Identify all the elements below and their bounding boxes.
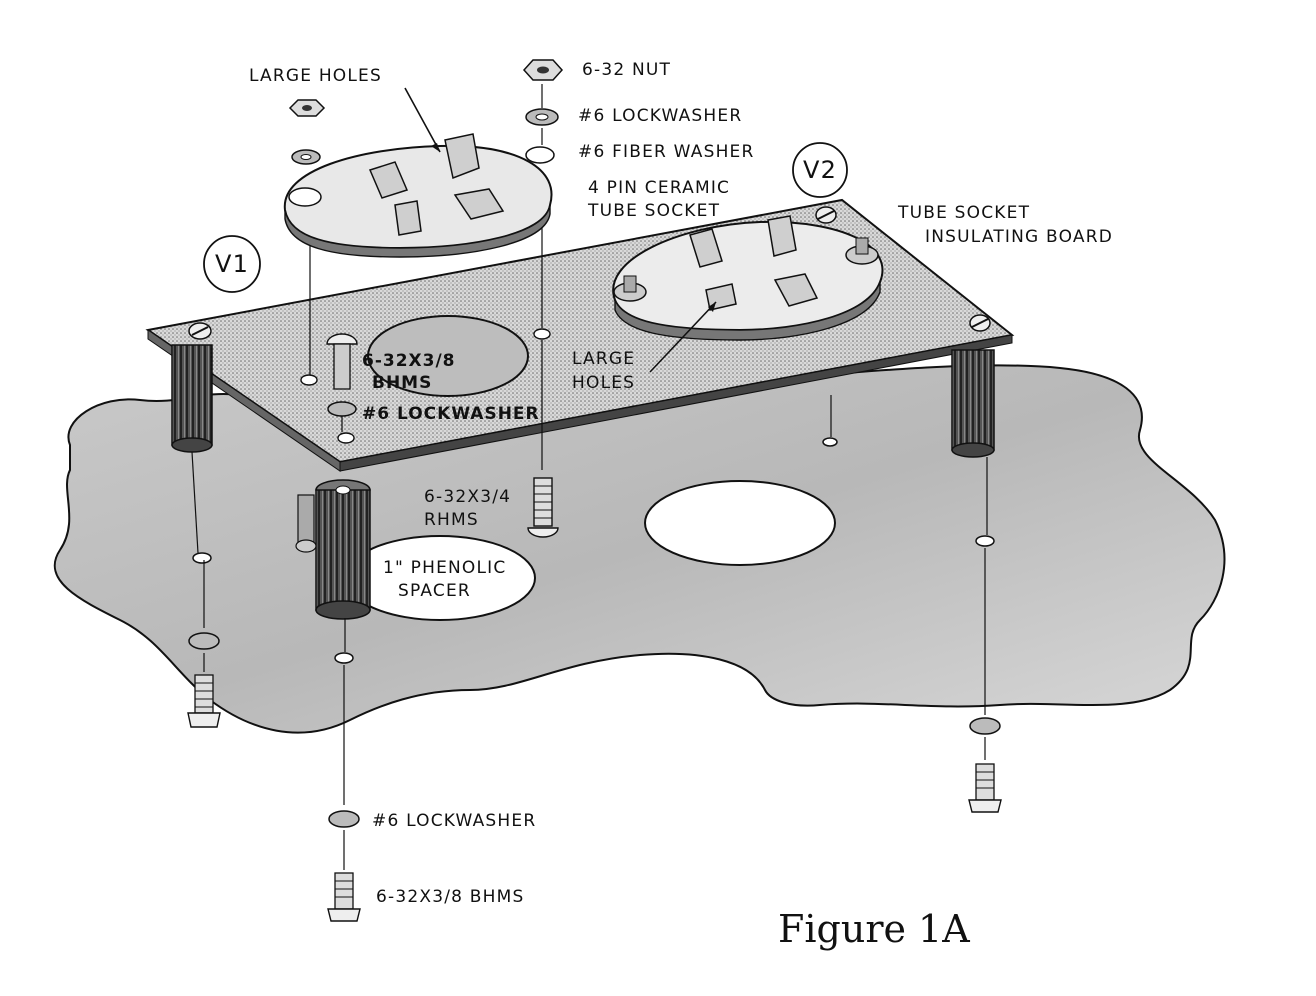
chassis-hole-left [344, 535, 536, 621]
board-corner-screw [969, 314, 991, 332]
phenolic-spacer-front [315, 479, 371, 620]
lockwasher-top [525, 108, 559, 126]
label-ceramic-socket-1: 4 PIN CERAMIC [588, 178, 730, 198]
chassis-screw-hole [192, 552, 212, 564]
label-ceramic-socket-2: TUBE SOCKET [587, 201, 720, 221]
chassis-screw-hole [822, 437, 838, 447]
phenolic-spacer-left-back [171, 344, 213, 453]
lockwasher-bottom [328, 810, 360, 828]
svg-text:V1: V1 [215, 250, 249, 278]
label-large-holes-right-1: LARGE [572, 349, 635, 369]
lockwasher-bottom-left [188, 632, 220, 650]
bhms-screw-mid [326, 333, 358, 390]
tube-label-v2: V2 [792, 142, 848, 198]
tube-label-v1: V1 [203, 235, 261, 293]
phenolic-spacer-right [951, 349, 995, 458]
label-fiber-washer: #6 FIBER WASHER [578, 142, 755, 162]
board-hole [337, 432, 355, 444]
nut-top [522, 59, 564, 81]
label-nut: 6-32 NUT [582, 60, 671, 80]
label-board-2: INSULATING BOARD [925, 227, 1113, 247]
leader-arrow-large-holes-top [404, 87, 441, 153]
label-board-1: TUBE SOCKET [897, 203, 1030, 223]
chassis-plate [53, 364, 1226, 734]
label-bhms-bottom: 6-32X3/8 BHMS [376, 887, 525, 907]
ceramic-tube-socket-v1 [283, 133, 555, 258]
chassis-screw-hole [975, 535, 995, 547]
board-hole-v1 [367, 315, 529, 397]
label-lockwasher-mid: #6 LOCKWASHER [362, 404, 540, 424]
label-spacer-1: 1" PHENOLIC [383, 558, 506, 578]
label-lockwasher-bottom: #6 LOCKWASHER [372, 811, 536, 831]
label-spacer-2: SPACER [398, 581, 471, 601]
label-rhms-2: RHMS [424, 510, 479, 530]
chassis-hole-center [644, 480, 836, 566]
bhms-screw-bottom [327, 872, 361, 922]
board-hole [300, 374, 318, 386]
board-corner-screw [188, 322, 212, 340]
label-rhms-1: 6-32X3/4 [424, 487, 511, 507]
figure-caption: Figure 1A [778, 907, 970, 951]
board-hole [533, 328, 551, 340]
leader-arrow-large-holes-right [649, 301, 717, 373]
socket-mounting-nut [845, 237, 879, 265]
board-corner-screw [815, 206, 837, 224]
lockwasher-mid [327, 401, 357, 417]
bhms-screw-bottom-left [187, 674, 221, 728]
label-bhms-mid-1: 6-32X3/8 [362, 351, 456, 371]
chassis-screw-hole [334, 652, 354, 664]
bhms-screw-bottom-right [968, 763, 1002, 813]
label-large-holes-top: LARGE HOLES [249, 66, 382, 86]
rhms-screw [527, 477, 559, 538]
lockwasher-v1 [291, 149, 321, 165]
label-large-holes-right-2: HOLES [572, 373, 635, 393]
label-bhms-mid-2: BHMS [372, 373, 432, 393]
spacer-side-screw [295, 494, 317, 553]
svg-text:V2: V2 [803, 156, 837, 184]
nut-v1 [288, 99, 326, 117]
socket-mounting-nut [613, 275, 647, 302]
lockwasher-bottom-right [969, 717, 1001, 735]
label-lockwasher-top: #6 LOCKWASHER [578, 106, 742, 126]
